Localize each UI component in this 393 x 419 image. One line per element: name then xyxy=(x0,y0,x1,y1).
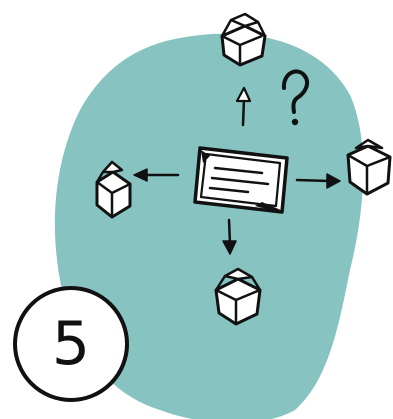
central-card-icon xyxy=(193,146,289,214)
teal-blob xyxy=(54,33,364,419)
box-left-icon xyxy=(95,160,132,219)
question-mark-icon xyxy=(282,69,309,126)
box-top-icon xyxy=(220,12,267,67)
arrow-left-icon xyxy=(133,168,180,182)
step-number-circle xyxy=(13,286,129,402)
arrow-up-icon xyxy=(235,86,252,127)
arrow-right-icon xyxy=(295,173,341,189)
arrow-down-icon xyxy=(222,218,237,255)
box-bottom-icon xyxy=(214,267,262,326)
box-right-icon xyxy=(346,138,392,196)
